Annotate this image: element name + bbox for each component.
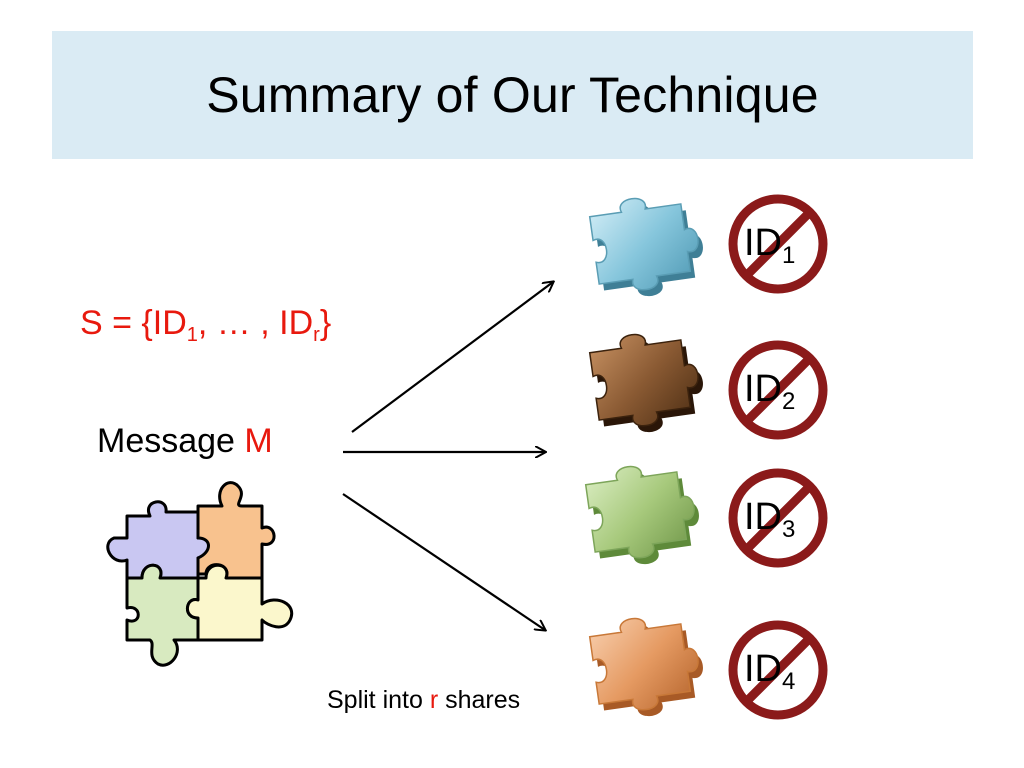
set-prefix: S = {ID <box>80 304 187 342</box>
puzzle-piece-orange <box>196 481 276 580</box>
no-sign-icon-2 <box>728 340 828 440</box>
slide-title: Summary of Our Technique <box>206 67 819 123</box>
share-piece-3-icon <box>583 457 705 571</box>
puzzle-piece-yellow <box>186 563 294 642</box>
share-piece-1-icon <box>587 189 709 303</box>
no-sign-icon-3 <box>728 468 828 568</box>
set-middle: , … , ID <box>197 304 314 342</box>
message-variable: M <box>244 422 273 460</box>
title-bar: Summary of Our Technique <box>52 31 973 159</box>
arrow-to-share-4 <box>342 493 545 630</box>
set-suffix: } <box>319 304 332 342</box>
split-label: Split into r shares <box>327 686 520 715</box>
set-first-subscript: 1 <box>186 324 198 346</box>
message-label: Message M <box>97 422 273 461</box>
id-set-label: S = {ID1, … , IDr} <box>80 304 331 347</box>
share-piece-2-icon <box>587 325 709 439</box>
puzzle-piece-green <box>125 563 200 667</box>
share-piece-4-icon <box>587 609 709 723</box>
arrow-to-share-1 <box>351 282 553 433</box>
split-variable: r <box>429 686 439 714</box>
set-last-subscript: r <box>313 324 320 346</box>
split-before: Split into <box>327 686 430 714</box>
message-puzzle-icon <box>106 481 294 667</box>
no-sign-icon-4 <box>728 620 828 720</box>
message-text: Message <box>97 422 245 460</box>
split-after: shares <box>438 686 521 714</box>
no-sign-icon-1 <box>728 194 828 294</box>
